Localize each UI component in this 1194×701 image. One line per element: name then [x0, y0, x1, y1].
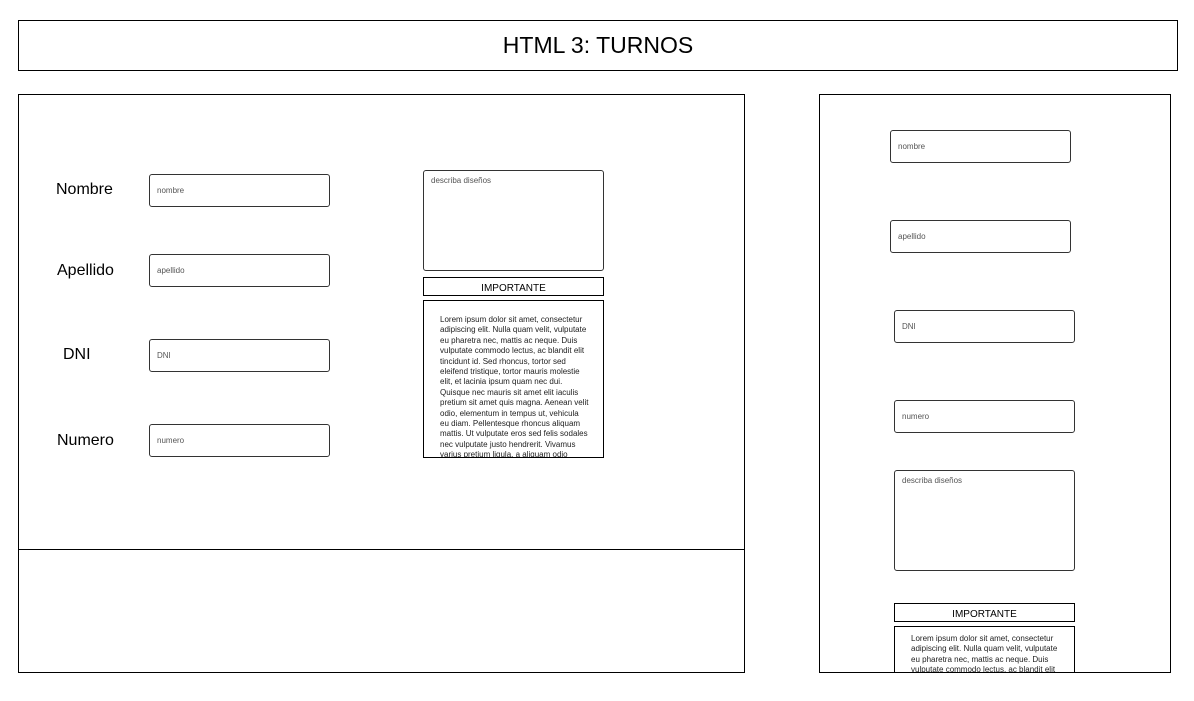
mobile-nombre-input[interactable]	[890, 130, 1071, 163]
important-text-box: Lorem ipsum dolor sit amet, consectetur …	[423, 300, 604, 458]
mobile-important-text-box: Lorem ipsum dolor sit amet, consectetur …	[894, 626, 1075, 672]
important-heading: IMPORTANTE	[423, 277, 604, 296]
page-header: HTML 3: TURNOS	[18, 20, 1178, 71]
mobile-numero-input[interactable]	[894, 400, 1075, 433]
design-textarea[interactable]	[423, 170, 604, 271]
nombre-input[interactable]	[149, 174, 330, 207]
numero-input[interactable]	[149, 424, 330, 457]
dni-input[interactable]	[149, 339, 330, 372]
mobile-preview-panel: IMPORTANTE Lorem ipsum dolor sit amet, c…	[819, 94, 1171, 673]
numero-label: Numero	[57, 432, 114, 449]
desktop-form-panel: Nombre Apellido DNI Numero IMPORTANTE Lo…	[18, 94, 745, 550]
nombre-label: Nombre	[56, 181, 113, 198]
mobile-apellido-input[interactable]	[890, 220, 1071, 253]
desktop-footer-panel	[18, 549, 745, 673]
mobile-design-textarea[interactable]	[894, 470, 1075, 571]
apellido-input[interactable]	[149, 254, 330, 287]
mobile-important-heading: IMPORTANTE	[894, 603, 1075, 622]
page-title: HTML 3: TURNOS	[502, 32, 694, 58]
apellido-label: Apellido	[57, 262, 114, 279]
mobile-dni-input[interactable]	[894, 310, 1075, 343]
dni-label: DNI	[63, 346, 91, 363]
